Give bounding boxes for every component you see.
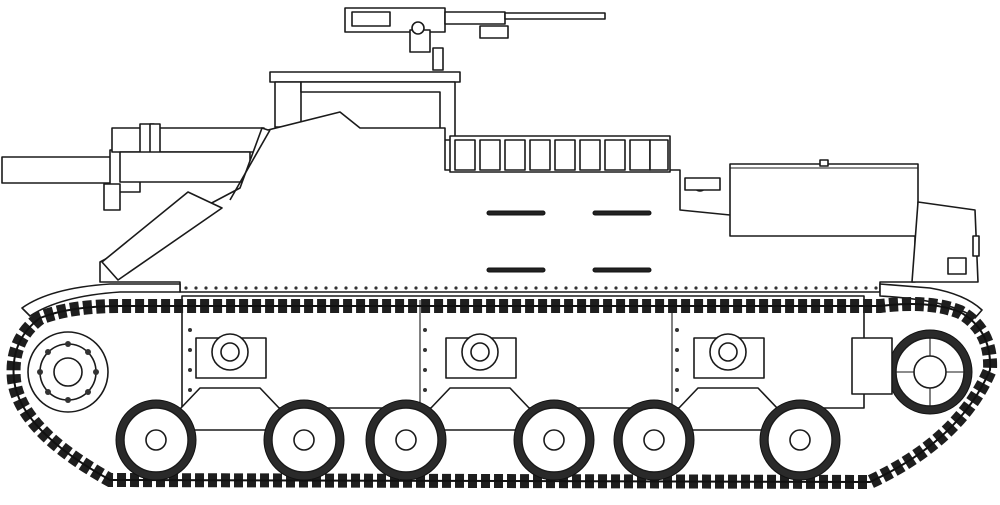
ammo-rack [449,135,671,173]
rivet [384,286,388,290]
rivet [704,286,708,290]
rivet [284,286,288,290]
rivet-row [184,286,878,290]
rivet [494,286,498,290]
rivet [424,286,428,290]
rivet [664,286,668,290]
rivet [674,286,678,290]
rivet [524,286,528,290]
rivet [454,286,458,290]
rivet [224,286,228,290]
rivet [334,286,338,290]
rivet [264,286,268,290]
rivet [324,286,328,290]
rivet [844,286,848,290]
rivet [774,286,778,290]
machine-gun [344,7,606,71]
rivet [644,286,648,290]
rivet [184,286,188,290]
rivet [274,286,278,290]
rivet [764,286,768,290]
rivet [354,286,358,290]
rivet [724,286,728,290]
howitzer-barrel [1,123,265,211]
rivet [374,286,378,290]
rivet [834,286,838,290]
rivet [304,286,308,290]
rivet [294,286,298,290]
rear-plate [911,201,980,283]
rivet [414,286,418,290]
rivet [684,286,688,290]
rivet [194,286,198,290]
rivet [534,286,538,290]
rivet [434,286,438,290]
rivet [584,286,588,290]
rivet [574,286,578,290]
mg-ring-mount [269,71,461,141]
bogie-2 [365,333,595,481]
rivet [714,286,718,290]
rivet [784,286,788,290]
rivet [544,286,548,290]
rivet [744,286,748,290]
rivet [254,286,258,290]
rivet [204,286,208,290]
rivet [514,286,518,290]
rivet [364,286,368,290]
rivet [234,286,238,290]
drive-sprocket [27,331,109,413]
rivet [604,286,608,290]
rivet [804,286,808,290]
rear-stowage-box [729,159,919,237]
rivet [624,286,628,290]
rivet [344,286,348,290]
rivet [814,286,818,290]
rivet [874,286,878,290]
rivet [694,286,698,290]
rivet [464,286,468,290]
idler-wheel [851,329,973,415]
rivet [864,286,868,290]
rivet [504,286,508,290]
rivet [854,286,858,290]
track [6,297,998,490]
bogie-1 [115,333,345,481]
rivet [634,286,638,290]
rivet [314,286,318,290]
rivet [214,286,218,290]
rivet [794,286,798,290]
rivet [474,286,478,290]
bogie-3 [613,333,841,481]
rivet [614,286,618,290]
hull [99,111,916,293]
rivet [734,286,738,290]
rivet [654,286,658,290]
rivet [444,286,448,290]
rivet [394,286,398,290]
rivet [554,286,558,290]
rivet [404,286,408,290]
rivet [594,286,598,290]
rivet [244,286,248,290]
rivet [754,286,758,290]
rivet [484,286,488,290]
rivet [824,286,828,290]
rivet [564,286,568,290]
